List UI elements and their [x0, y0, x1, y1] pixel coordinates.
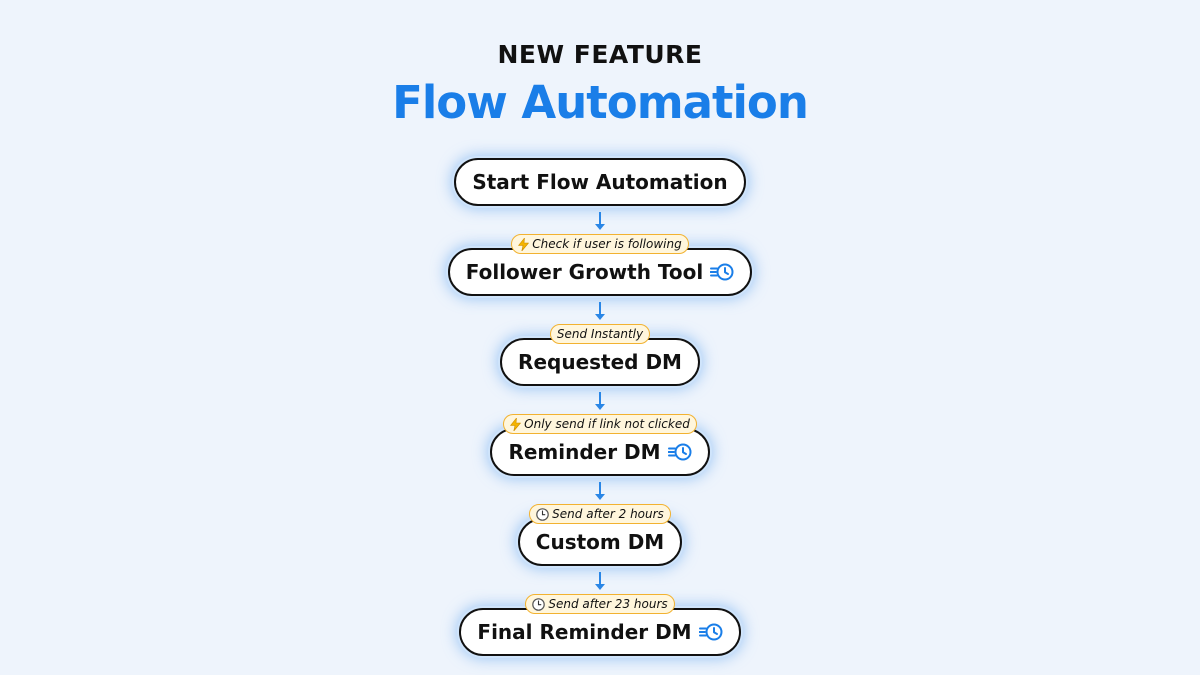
- flow-connector: [599, 302, 601, 314]
- step-condition-badge: Check if user is following: [511, 234, 689, 254]
- flow-step-label: Final Reminder DM: [477, 620, 692, 644]
- arrow-down-icon: [595, 224, 605, 230]
- flow-step-follower-growth-tool[interactable]: Follower Growth Tool: [447, 248, 753, 296]
- flow-connector: [599, 572, 601, 584]
- eyebrow-label: NEW FEATURE: [497, 40, 703, 69]
- flow-step-requested-dm[interactable]: Requested DM: [500, 338, 700, 386]
- flow-step-label: Custom DM: [535, 530, 665, 554]
- flow-step-start[interactable]: Start Flow Automation: [454, 158, 746, 206]
- flow-connector: [599, 212, 601, 224]
- lightning-icon: [518, 237, 530, 251]
- badge-label: Check if user is following: [532, 237, 682, 251]
- flow-connector: [599, 482, 601, 494]
- page-title: Flow Automation: [392, 76, 809, 129]
- flow-diagram: Start Flow Automation Check if user is f…: [0, 158, 1200, 656]
- badge-label: Send after 2 hours: [552, 507, 664, 521]
- flow-step-reminder-dm[interactable]: Reminder DM: [490, 428, 710, 476]
- flow-step-label: Follower Growth Tool: [465, 260, 704, 284]
- history-icon: [710, 262, 734, 282]
- clock-icon: [532, 597, 546, 611]
- clock-icon: [536, 507, 549, 521]
- flow-step-label: Reminder DM: [508, 440, 661, 464]
- badge-label: Send after 23 hours: [548, 597, 668, 611]
- flow-step-final-reminder-dm[interactable]: Final Reminder DM: [459, 608, 741, 656]
- flow-step-label: Requested DM: [518, 350, 682, 374]
- badge-label: Send Instantly: [556, 327, 644, 341]
- step-condition-badge: Send after 2 hours: [529, 504, 671, 524]
- step-condition-badge: Send after 23 hours: [525, 594, 675, 614]
- flow-connector: [599, 392, 601, 404]
- step-condition-badge: Only send if link not clicked: [503, 414, 697, 434]
- step-condition-badge: Send Instantly: [549, 324, 651, 344]
- flow-step-label: Start Flow Automation: [472, 170, 728, 194]
- flow-step-custom-dm[interactable]: Custom DM: [517, 518, 683, 566]
- arrow-down-icon: [595, 584, 605, 590]
- badge-label: Only send if link not clicked: [524, 417, 690, 431]
- arrow-down-icon: [595, 404, 605, 410]
- arrow-down-icon: [595, 494, 605, 500]
- lightning-icon: [510, 417, 521, 431]
- history-icon: [698, 622, 723, 642]
- history-icon: [667, 442, 692, 462]
- arrow-down-icon: [595, 314, 605, 320]
